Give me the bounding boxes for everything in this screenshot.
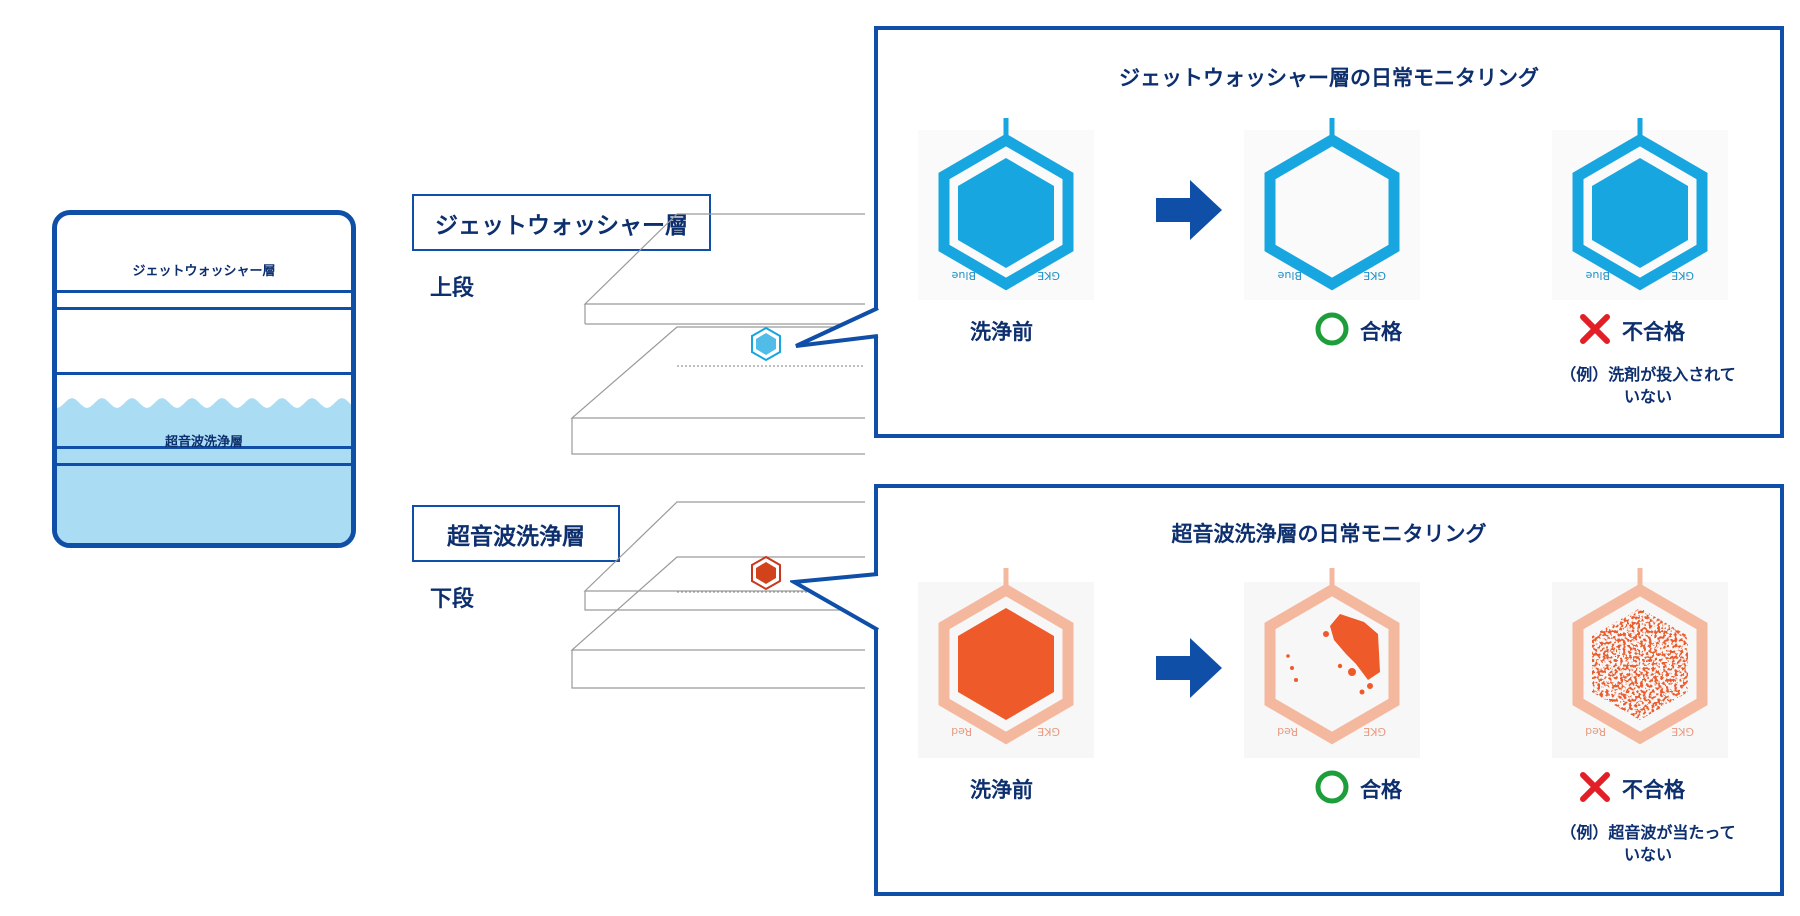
ultra-monitoring-panel: 超音波洗浄層の日常モニタリング Red GKE	[874, 484, 1784, 896]
ultra-pass-label: 合格	[1360, 778, 1402, 802]
ultra-fail-chip: Red GKE	[1552, 568, 1728, 758]
tray-illustration	[570, 213, 865, 689]
ultra-fail-label: 不合格	[1622, 778, 1685, 802]
jet-pass-label: 合格	[1360, 320, 1402, 344]
ultra-pass-chip: Red GKE	[1244, 568, 1420, 758]
chip-print-right: GKE	[1037, 269, 1060, 282]
svg-text:Blue: Blue	[1277, 269, 1302, 282]
jet-fail-note-line2: いない	[1623, 387, 1672, 406]
jet-chip-row: Blue GKE Blue GKE Blue GKE	[918, 118, 1728, 300]
jet-pass-chip: Blue GKE	[1244, 118, 1420, 300]
svg-text:Red: Red	[1585, 725, 1606, 738]
ultra-arrow-icon	[1156, 638, 1222, 698]
ultra-before-label: 洗浄前	[970, 778, 1033, 802]
jet-monitoring-title: ジェットウォッシャー層の日常モニタリング	[1119, 66, 1539, 90]
jet-before-label: 洗浄前	[970, 320, 1033, 344]
svg-text:GKE: GKE	[1671, 725, 1694, 738]
jet-fail-label: 不合格	[1622, 320, 1685, 344]
ultra-fail-note-line2: いない	[1623, 845, 1672, 864]
tank-divider	[57, 307, 351, 310]
pass-circle-icon	[1315, 312, 1349, 346]
upper-layer-tag: ジェットウォッシャー層	[412, 194, 711, 251]
ultra-chip-row: Red GKE Red GKE	[918, 568, 1728, 758]
tank-divider	[57, 290, 351, 293]
svg-text:Red: Red	[951, 725, 972, 738]
svg-text:GKE: GKE	[1363, 725, 1386, 738]
svg-text:Red: Red	[1277, 725, 1298, 738]
ultra-monitoring-title: 超音波洗浄層の日常モニタリング	[1171, 522, 1487, 546]
water-area	[57, 398, 351, 543]
pass-circle-icon	[1315, 770, 1349, 804]
tank-ultra-label: 超音波洗浄層	[164, 435, 243, 450]
jet-fail-note-line1: （例）洗剤が投入されて	[1560, 365, 1736, 384]
jet-arrow-icon	[1156, 180, 1222, 240]
lower-layer-tag: 超音波洗浄層	[412, 505, 620, 562]
upper-callout-pointer	[795, 306, 879, 348]
svg-text:GKE: GKE	[1363, 269, 1386, 282]
svg-text:GKE: GKE	[1671, 269, 1694, 282]
lower-callout-pointer	[790, 572, 879, 632]
tank-jet-label: ジェットウォッシャー層	[132, 264, 276, 279]
jet-monitoring-panel: ジェットウォッシャー層の日常モニタリング Blue GKE Blue GKE	[874, 26, 1784, 438]
ultra-before-chip: Red GKE	[918, 568, 1094, 758]
fail-cross-icon	[1580, 314, 1610, 344]
jet-before-chip: Blue GKE	[918, 118, 1094, 300]
jet-fail-note: （例）洗剤が投入されて いない	[1528, 364, 1768, 408]
lower-position-label: 下段	[430, 587, 475, 612]
chip-print-left: Blue	[951, 269, 976, 282]
lower-chip-icon	[751, 555, 781, 591]
upper-position-label: 上段	[430, 276, 475, 301]
jet-fail-chip: Blue GKE	[1552, 118, 1728, 300]
svg-text:GKE: GKE	[1037, 725, 1060, 738]
upper-chip-icon	[751, 326, 781, 362]
svg-text:Blue: Blue	[1585, 269, 1610, 282]
ultra-fail-note: （例）超音波が当たって いない	[1528, 822, 1768, 866]
ultra-fail-note-line1: （例）超音波が当たって	[1560, 823, 1736, 842]
tank-divider	[57, 372, 351, 375]
fail-cross-icon	[1580, 772, 1610, 802]
washer-tank: ジェットウォッシャー層 超音波洗浄層	[52, 210, 356, 548]
